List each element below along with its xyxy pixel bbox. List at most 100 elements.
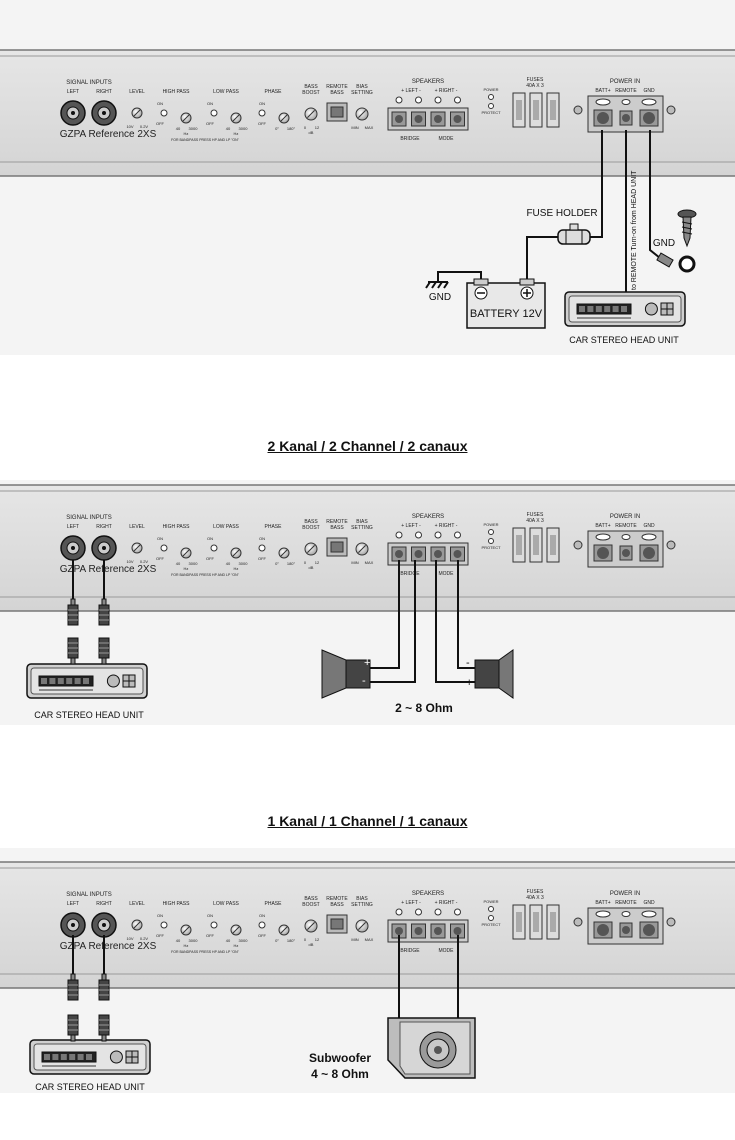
fuses-label: FUSES	[527, 889, 544, 895]
subwoofer-label: Subwoofer	[309, 1051, 371, 1065]
gnd-label-right: GND	[653, 238, 675, 249]
speaker-terminal-block	[387, 542, 469, 566]
remote-terminal-hole	[622, 114, 630, 122]
battery-positive-wire	[526, 236, 560, 283]
bass-boost-label-2: BOOST	[302, 525, 320, 531]
low-pass-label: LOW PASS	[213, 89, 239, 95]
mount-screw-right	[666, 917, 676, 927]
hp-switch	[160, 544, 168, 552]
lp-hz: Hz	[234, 566, 239, 571]
rca-jack-pin	[71, 546, 75, 550]
left-input-label: LEFT	[67, 901, 79, 907]
model-name: GZPA Reference 2XS	[60, 941, 157, 952]
level-label: LEVEL	[129, 901, 145, 907]
speaker-right-minus: -	[466, 657, 470, 669]
speaker-screw	[434, 531, 442, 539]
bias-setting-label: BIAS	[356, 519, 368, 525]
remote-bass-label: REMOTE	[326, 519, 348, 525]
mode-label: MODE	[439, 571, 455, 577]
protect-led-label: PROTECT	[481, 110, 501, 115]
bias-setting-label-2: SETTING	[351, 90, 373, 96]
remote-bass-label-2: BASS	[330, 90, 344, 96]
head-unit-display-segment	[579, 306, 585, 312]
head-unit-volume-knob	[109, 1050, 123, 1064]
power-led-label: POWER	[483, 87, 498, 92]
fuse-rating-label: 40A X 3	[526, 895, 544, 901]
bias-min: MIN	[351, 560, 358, 565]
remote-bass-port-inner	[330, 541, 344, 553]
speaker-screw	[454, 531, 461, 539]
hp-off-label: OFF	[156, 933, 165, 938]
level-label: LEVEL	[129, 89, 145, 95]
right-input-label: RIGHT	[96, 89, 112, 95]
lp-freq-min: 40	[226, 126, 231, 131]
rca-jack-pin	[71, 111, 75, 115]
speaker-left-icon: + -	[321, 649, 371, 699]
gnd-label: GND	[643, 88, 655, 94]
right-input-label: RIGHT	[96, 901, 112, 907]
level-min: 10V	[126, 124, 133, 129]
lp-freq-min: 40	[226, 561, 231, 566]
speakers-left-label: + LEFT -	[401, 523, 421, 529]
signal-inputs-label: SIGNAL INPUTS	[66, 892, 111, 898]
lp-frequency-knob-pointer	[232, 549, 240, 557]
hp-frequency-knob-pointer	[182, 549, 190, 557]
phase-knob-pointer	[280, 549, 288, 557]
hp-hz: Hz	[184, 943, 189, 948]
rca-plug-tip	[101, 598, 107, 606]
bass-boost-knob-pointer	[307, 110, 315, 118]
rca-jack-pin	[102, 546, 106, 550]
batt-label: BATT+	[595, 900, 610, 906]
hp-hz: Hz	[184, 131, 189, 136]
fuse-element	[550, 100, 556, 120]
mount-screw-left	[573, 105, 583, 115]
subwoofer-icon	[387, 1017, 476, 1079]
fuse-rating-label: 40A X 3	[526, 83, 544, 89]
head-unit-display-segment	[587, 306, 594, 312]
bias-min: MIN	[351, 125, 358, 130]
speaker-screw	[395, 908, 403, 916]
phase-off-label: OFF	[258, 121, 267, 126]
bandpass-note: FOR BANDPASS PRESS HP AND LP "ON"	[171, 950, 240, 954]
rca-plug-tip	[101, 657, 107, 665]
speaker-screw	[395, 96, 403, 104]
head-unit-display	[41, 1051, 97, 1063]
speaker-screw	[454, 908, 461, 916]
bias-setting-label: BIAS	[356, 896, 368, 902]
power-terminal-screw	[641, 910, 657, 918]
head-unit-2	[26, 663, 148, 699]
remote-bass-label-2: BASS	[330, 525, 344, 531]
phase-on-label: ON	[259, 101, 265, 106]
head-unit-display-segment	[612, 306, 619, 312]
head-unit-1	[564, 291, 686, 327]
fuses-label: FUSES	[527, 512, 544, 518]
left-input-label: LEFT	[67, 89, 79, 95]
batt-label: BATT+	[595, 88, 610, 94]
right-input-label: RIGHT	[96, 524, 112, 530]
model-name: GZPA Reference 2XS	[60, 564, 157, 575]
phase-off-label: OFF	[258, 556, 267, 561]
power-in-label: POWER IN	[610, 79, 640, 85]
speaker-screw	[454, 96, 461, 104]
speaker-terminal-hole	[453, 927, 462, 935]
power-led-label: POWER	[483, 522, 498, 527]
hp-on-label: ON	[157, 913, 163, 918]
hp-off-label: OFF	[156, 121, 165, 126]
gnd-label: GND	[643, 900, 655, 906]
level-min: 10V	[126, 936, 133, 941]
fuse-element	[516, 912, 522, 932]
head-unit-display-segment	[66, 678, 73, 684]
head-unit-display-segment	[83, 678, 89, 684]
phase-off-label: OFF	[258, 933, 267, 938]
bass-db: dB	[309, 130, 314, 135]
rca-plug-tip	[101, 1034, 107, 1042]
bass-max: 12	[315, 937, 320, 942]
hp-hz: Hz	[184, 566, 189, 571]
speaker-terminal-hole	[434, 115, 442, 123]
speakers-label: SPEAKERS	[412, 79, 444, 85]
lp-on-label: ON	[207, 913, 213, 918]
remote-terminal-screw	[621, 911, 631, 917]
bass-boost-label: BASS	[304, 519, 318, 525]
head-unit-display-segment	[86, 1054, 92, 1060]
bias-setting-label: BIAS	[356, 84, 368, 90]
